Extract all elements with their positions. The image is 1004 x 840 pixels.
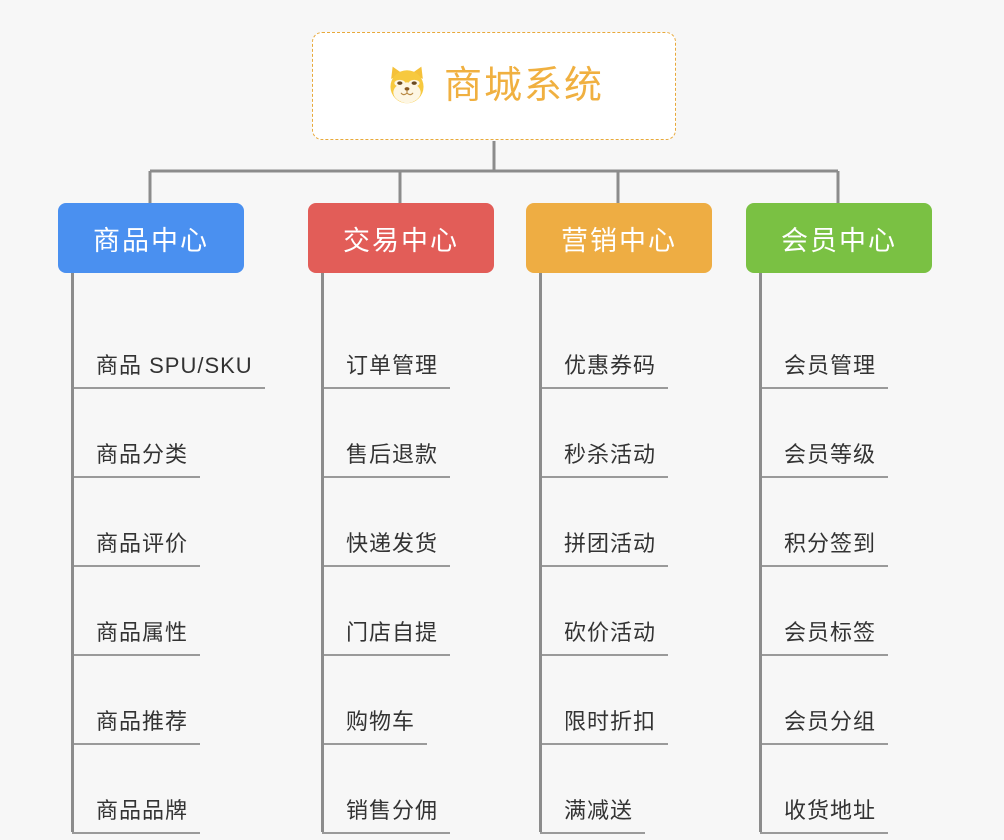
shiba-dog-icon xyxy=(390,66,424,104)
leaf-label: 收货地址 xyxy=(760,793,889,834)
leaf-label: 商品属性 xyxy=(72,615,201,656)
leaf-label: 售后退款 xyxy=(322,437,451,478)
leaf-label: 会员等级 xyxy=(760,437,889,478)
list-item[interactable]: 会员标签 xyxy=(760,567,932,656)
list-item[interactable]: 商品评价 xyxy=(72,478,244,567)
leaf-list-0: 商品 SPU/SKU 商品分类 商品评价 商品属性 商品推荐 商品品牌 xyxy=(58,273,265,834)
category-box-2[interactable]: 营销中心 xyxy=(526,203,712,273)
list-item[interactable]: 拼团活动 xyxy=(540,478,712,567)
list-item[interactable]: 砍价活动 xyxy=(540,567,712,656)
leaf-label: 购物车 xyxy=(322,704,428,745)
leaf-label: 满减送 xyxy=(540,793,646,834)
leaf-label: 会员分组 xyxy=(760,704,889,745)
list-item[interactable]: 商品属性 xyxy=(72,567,244,656)
branch-column-0: 商品中心 商品 SPU/SKU 商品分类 商品评价 商品属性 商品推荐 商品品牌 xyxy=(58,203,265,834)
leaf-label: 商品评价 xyxy=(72,526,201,567)
leaf-label: 限时折扣 xyxy=(540,704,669,745)
list-item[interactable]: 会员等级 xyxy=(760,389,932,478)
list-item[interactable]: 限时折扣 xyxy=(540,656,712,745)
leaf-label: 拼团活动 xyxy=(540,526,669,567)
list-item[interactable]: 快递发货 xyxy=(322,478,494,567)
branch-column-2: 营销中心 优惠券码 秒杀活动 拼团活动 砍价活动 限时折扣 满减送 xyxy=(526,203,712,834)
leaf-label: 订单管理 xyxy=(322,348,451,389)
list-item[interactable]: 秒杀活动 xyxy=(540,389,712,478)
list-item[interactable]: 商品 SPU/SKU xyxy=(72,300,265,389)
leaf-label: 商品分类 xyxy=(72,437,201,478)
leaf-label: 积分签到 xyxy=(760,526,889,567)
list-item[interactable]: 满减送 xyxy=(540,745,712,834)
leaf-label: 秒杀活动 xyxy=(540,437,669,478)
page-title: 商城系统 xyxy=(443,65,604,107)
leaf-label: 快递发货 xyxy=(322,526,451,567)
leaf-list-1: 订单管理 售后退款 快递发货 门店自提 购物车 销售分佣 xyxy=(308,273,494,834)
list-item[interactable]: 订单管理 xyxy=(322,300,494,389)
leaf-label: 门店自提 xyxy=(322,615,451,656)
category-box-1[interactable]: 交易中心 xyxy=(308,203,494,273)
list-item[interactable]: 商品分类 xyxy=(72,389,244,478)
list-item[interactable]: 门店自提 xyxy=(322,567,494,656)
list-item[interactable]: 会员分组 xyxy=(760,656,932,745)
list-item[interactable]: 积分签到 xyxy=(760,478,932,567)
list-item[interactable]: 优惠券码 xyxy=(540,300,712,389)
leaf-label: 商品品牌 xyxy=(72,793,201,834)
list-item[interactable]: 售后退款 xyxy=(322,389,494,478)
list-item[interactable]: 销售分佣 xyxy=(322,745,494,834)
leaf-label: 会员管理 xyxy=(760,348,889,389)
leaf-label: 商品推荐 xyxy=(72,704,201,745)
leaf-label: 会员标签 xyxy=(760,615,889,656)
category-box-3[interactable]: 会员中心 xyxy=(746,203,932,273)
leaf-label: 优惠券码 xyxy=(540,348,669,389)
list-item[interactable]: 收货地址 xyxy=(760,745,932,834)
list-item[interactable]: 商品推荐 xyxy=(72,656,244,745)
list-item[interactable]: 购物车 xyxy=(322,656,494,745)
leaf-list-3: 会员管理 会员等级 积分签到 会员标签 会员分组 收货地址 xyxy=(746,273,932,834)
branch-column-1: 交易中心 订单管理 售后退款 快递发货 门店自提 购物车 销售分佣 xyxy=(308,203,494,834)
leaf-label: 砍价活动 xyxy=(540,615,669,656)
leaf-label: 商品 SPU/SKU xyxy=(72,348,265,389)
root-node[interactable]: 商城系统 xyxy=(312,32,676,140)
leaf-label: 销售分佣 xyxy=(322,793,451,834)
category-box-0[interactable]: 商品中心 xyxy=(58,203,244,273)
list-item[interactable]: 商品品牌 xyxy=(72,745,244,834)
leaf-list-2: 优惠券码 秒杀活动 拼团活动 砍价活动 限时折扣 满减送 xyxy=(526,273,712,834)
branch-column-3: 会员中心 会员管理 会员等级 积分签到 会员标签 会员分组 收货地址 xyxy=(746,203,932,834)
list-item[interactable]: 会员管理 xyxy=(760,300,932,389)
